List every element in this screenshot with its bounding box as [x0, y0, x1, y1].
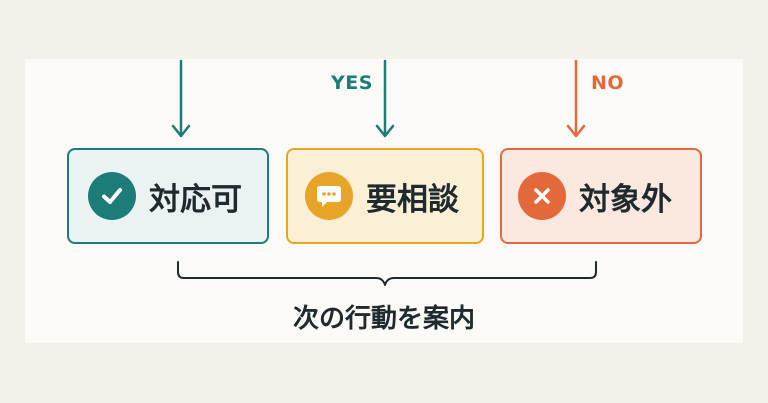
chat-bubble-icon [305, 172, 353, 220]
arrow-no [566, 59, 586, 138]
outcome-excluded-box: 対象外 [500, 148, 702, 244]
summary-bracket [177, 261, 597, 286]
outcome-label: 対象外 [579, 181, 672, 218]
no-label: NO [591, 72, 625, 94]
yes-label: YES [331, 72, 373, 94]
summary-text: 次の行動を案内 [292, 304, 475, 334]
check-icon [88, 172, 136, 220]
outcome-consult-box: 要相談 [286, 148, 484, 244]
x-icon [518, 172, 566, 220]
arrow-to-outcome-1 [171, 59, 191, 138]
outcome-label: 対応可 [149, 181, 242, 218]
arrow-yes [375, 59, 395, 138]
outcome-available-box: 対応可 [67, 148, 269, 244]
outcome-label: 要相談 [366, 181, 459, 218]
